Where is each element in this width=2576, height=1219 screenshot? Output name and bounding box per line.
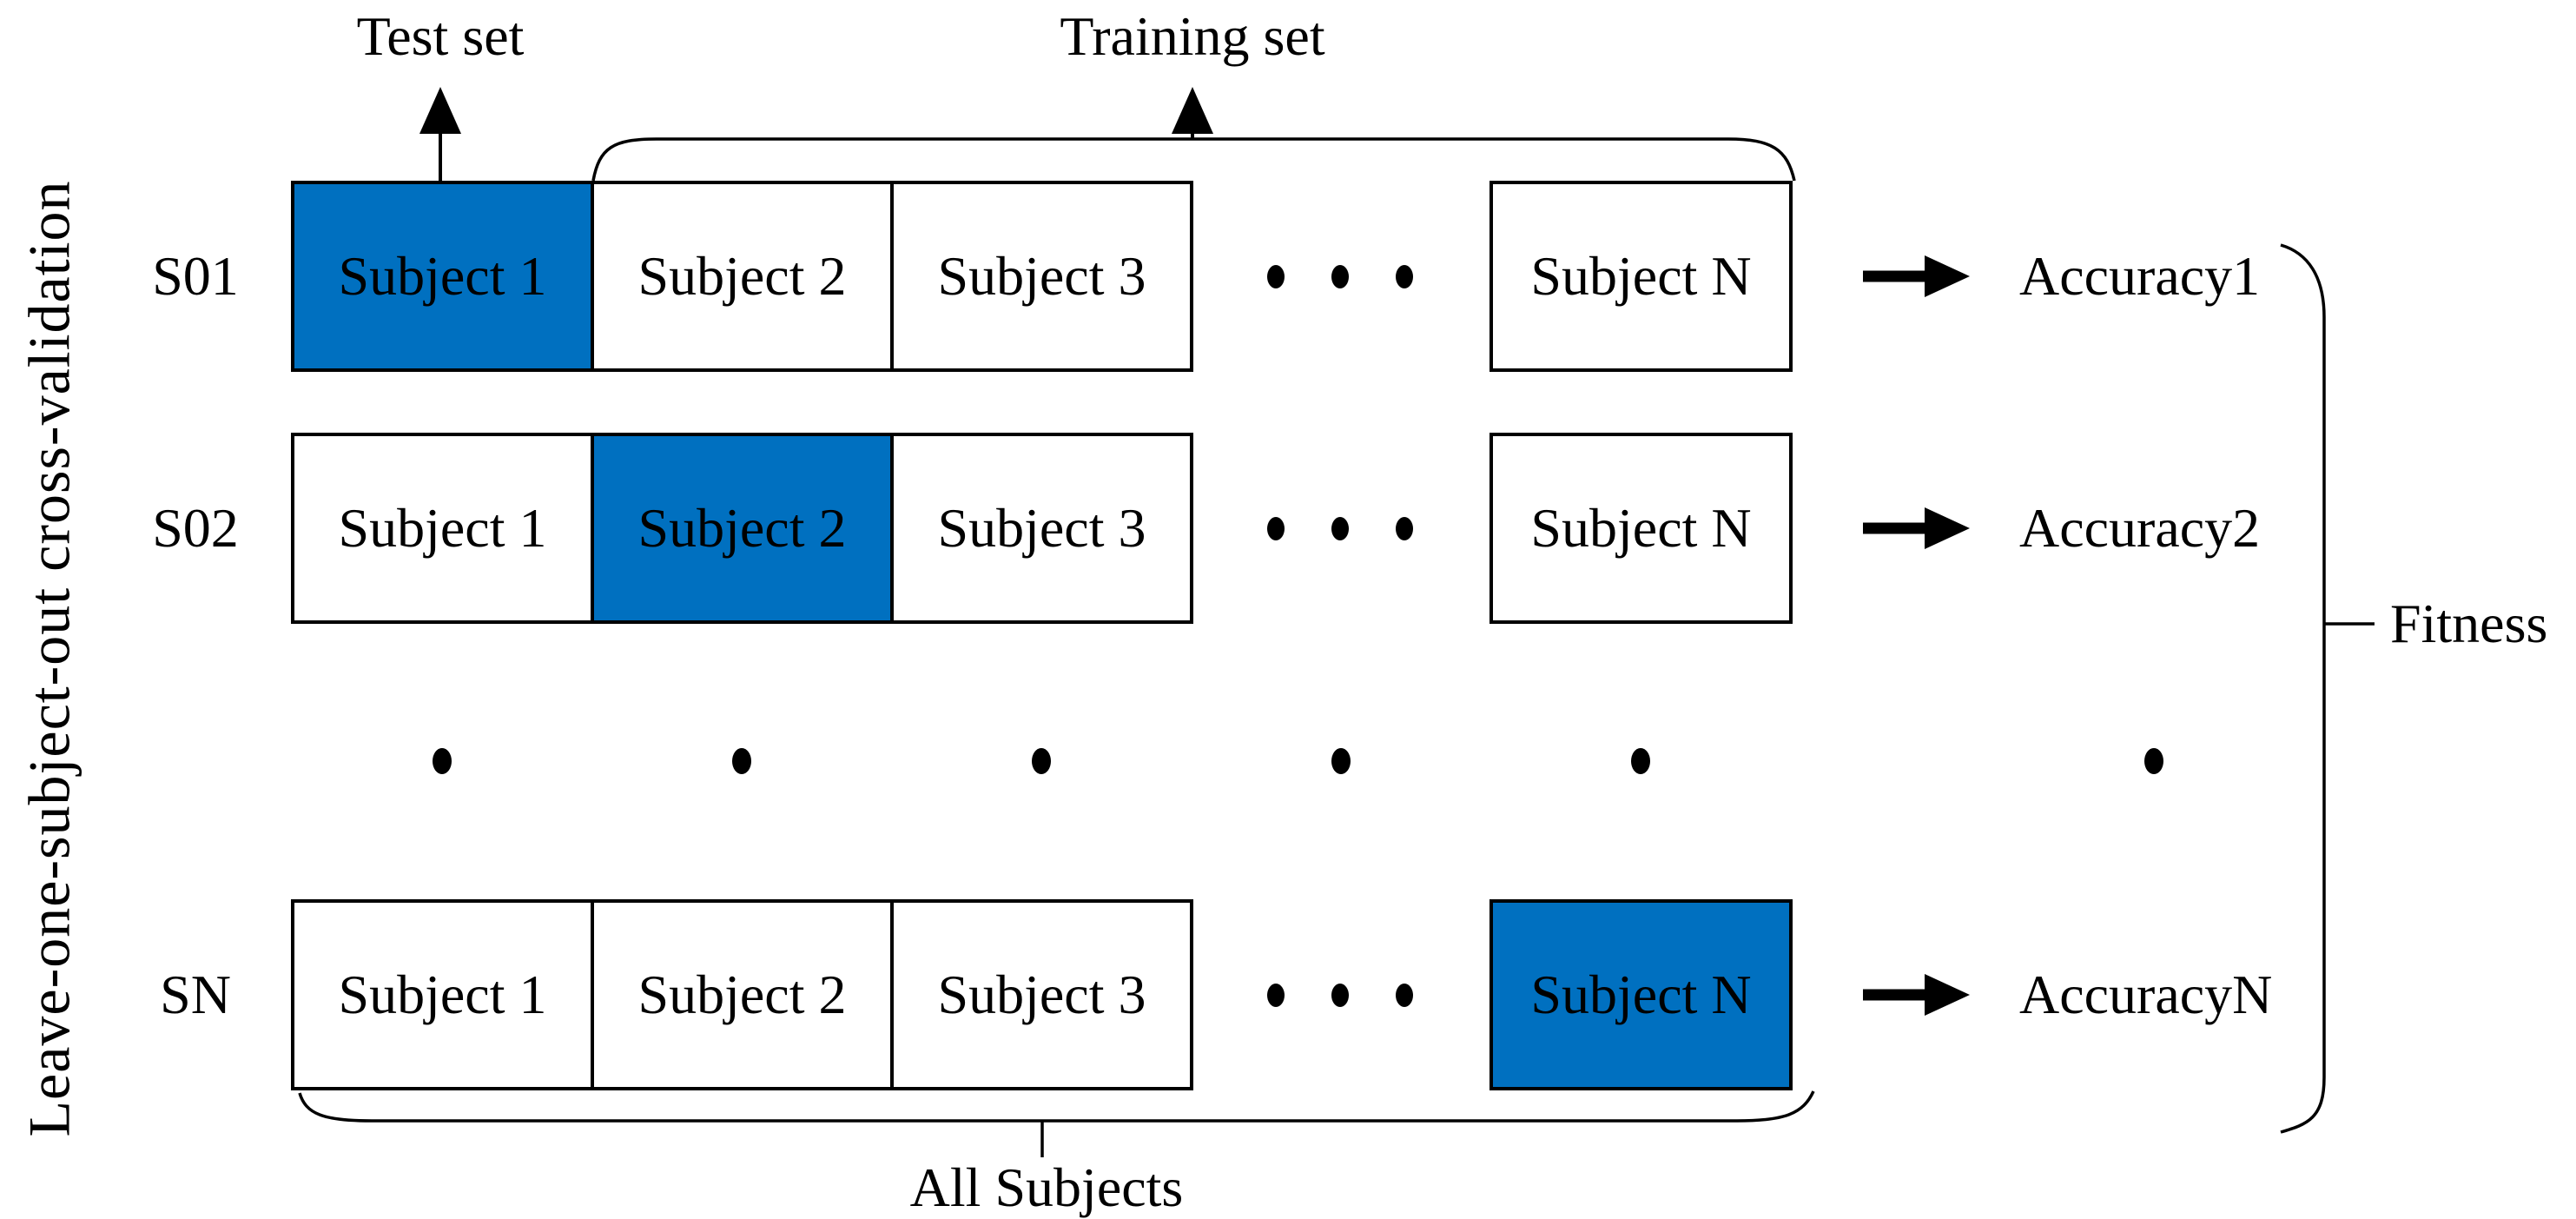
subject-cell: Subject N xyxy=(1489,181,1793,372)
subject-cell-label: Subject 2 xyxy=(637,497,847,559)
subject-cell: Subject 3 xyxy=(890,433,1193,624)
fold-row-sn: Subject 1 Subject 2 Subject 3 Subject N xyxy=(291,899,1793,1090)
subject-cell-highlighted: Subject 1 xyxy=(291,181,594,372)
ellipsis-dots-horizontal xyxy=(1190,181,1489,372)
ellipsis-dots-horizontal xyxy=(1190,899,1489,1090)
subject-cell-label: Subject 1 xyxy=(338,964,547,1025)
fitness-label: Fitness xyxy=(2390,593,2548,654)
all-subjects-label: All Subjects xyxy=(909,1156,1184,1218)
subject-cell-label: Subject 2 xyxy=(637,964,847,1025)
ellipsis-dots-horizontal xyxy=(1190,433,1489,624)
training-set-arrow xyxy=(1172,87,1213,139)
dot-icon xyxy=(2144,748,2163,774)
subject-cell-highlighted: Subject 2 xyxy=(591,433,894,624)
fold-row-s01: Subject 1 Subject 2 Subject 3 Subject N xyxy=(291,181,1793,372)
dot-icon xyxy=(1266,516,1285,540)
row-arrow-s01 xyxy=(1863,255,1970,297)
dot-icon xyxy=(1331,748,1351,774)
row-arrow-s02 xyxy=(1863,507,1970,549)
subject-cell-label: Subject 3 xyxy=(937,964,1146,1025)
dot-icon xyxy=(1032,748,1051,774)
subject-cell: Subject 1 xyxy=(291,433,594,624)
row-arrow-sn xyxy=(1863,974,1970,1016)
side-label: Leave-one-subject-out cross-validation xyxy=(16,180,83,1137)
test-set-label: Test set xyxy=(356,5,525,67)
subject-cell: Subject 2 xyxy=(591,899,894,1090)
training-set-brace xyxy=(591,137,1796,182)
subject-cell-label: Subject 3 xyxy=(937,497,1146,559)
fold-row-s02: Subject 1 Subject 2 Subject 3 Subject N xyxy=(291,433,1793,624)
subject-cell-label: Subject N xyxy=(1530,497,1752,559)
dot-icon xyxy=(433,748,452,774)
all-subjects-brace xyxy=(298,1090,1815,1157)
dot-icon xyxy=(1395,516,1413,540)
subject-cell: Subject N xyxy=(1489,433,1793,624)
dot-icon xyxy=(1631,748,1650,774)
accuracy-label-1: Accuracy1 xyxy=(2019,245,2261,307)
subject-cell-label: Subject 2 xyxy=(637,245,847,307)
dot-icon xyxy=(1331,516,1349,540)
test-set-arrow xyxy=(419,87,461,181)
row-label-s02: S02 xyxy=(152,497,239,559)
dot-icon xyxy=(1266,264,1285,288)
subject-cell: Subject 1 xyxy=(291,899,594,1090)
training-set-label: Training set xyxy=(1060,5,1325,67)
dot-icon xyxy=(1331,264,1349,288)
subject-cell-highlighted: Subject N xyxy=(1489,899,1793,1090)
dot-icon xyxy=(1395,264,1413,288)
row-label-s01: S01 xyxy=(152,245,239,307)
dot-icon xyxy=(1395,983,1413,1007)
subject-cell-label: Subject 1 xyxy=(338,497,547,559)
dot-icon xyxy=(732,748,751,774)
subject-cell-label: Subject N xyxy=(1530,245,1752,307)
accuracy-label-n: AccuracyN xyxy=(2019,964,2273,1025)
subject-cell-label: Subject 1 xyxy=(338,245,547,307)
dot-icon xyxy=(1266,983,1285,1007)
accuracy-label-2: Accuracy2 xyxy=(2019,497,2261,559)
subject-cell: Subject 3 xyxy=(890,899,1193,1090)
subject-cell-label: Subject N xyxy=(1530,964,1752,1025)
subject-cell: Subject 2 xyxy=(591,181,894,372)
subject-cell: Subject 3 xyxy=(890,181,1193,372)
dot-icon xyxy=(1331,983,1349,1007)
row-label-sn: SN xyxy=(160,964,231,1025)
subject-cell-label: Subject 3 xyxy=(937,245,1146,307)
